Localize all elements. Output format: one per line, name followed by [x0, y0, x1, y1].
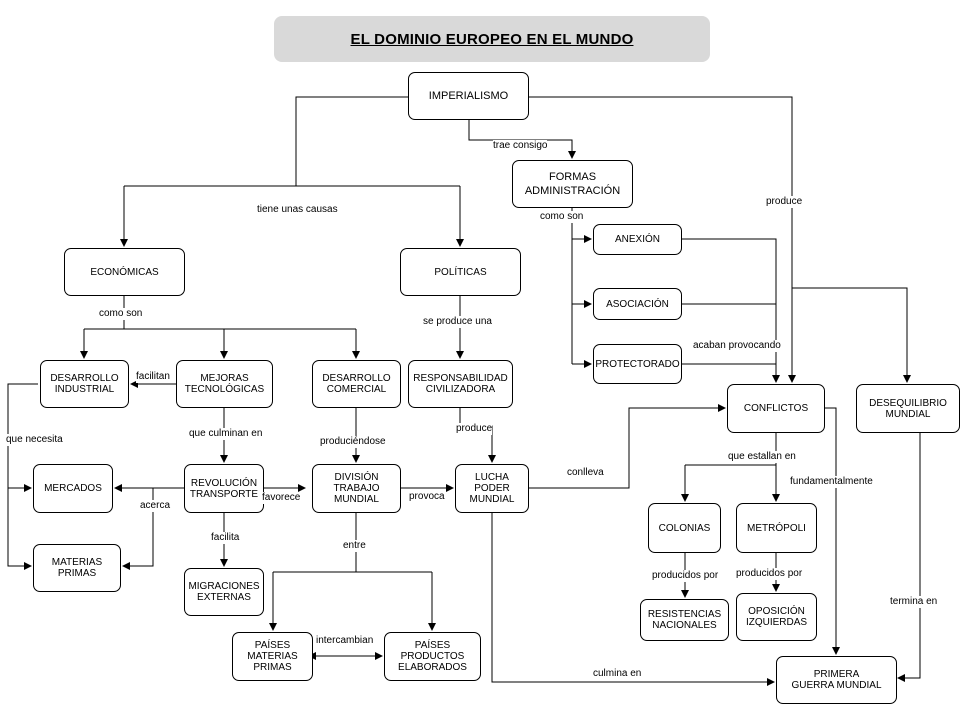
node-economicas: ECONÓMICAS	[64, 248, 185, 296]
label-como-son-formas: como son	[540, 211, 584, 223]
node-desequilibrio-mundial: DESEQUILIBRIO MUNDIAL	[856, 384, 960, 433]
label-culmina-en: culmina en	[593, 668, 642, 680]
edge-anexion-conflictos	[682, 238, 780, 383]
node-protectorado: PROTECTORADO	[593, 344, 682, 384]
edge-desequilibrio	[792, 287, 911, 383]
title-banner: EL DOMINIO EUROPEO EN EL MUNDO	[274, 16, 710, 62]
label-que-necesita: que necesita	[6, 434, 63, 446]
node-asociacion: ASOCIACIÓN	[593, 288, 682, 320]
label-trae-consigo: trae consigo	[493, 140, 548, 152]
label-produce-lucha: produce	[456, 423, 493, 435]
node-politicas: POLÍTICAS	[400, 248, 521, 296]
label-provoca: provoca	[409, 491, 445, 503]
label-entre: entre	[343, 540, 366, 552]
node-lucha-poder-mundial: LUCHA PODER MUNDIAL	[455, 464, 529, 513]
node-primera-guerra-mundial: PRIMERA GUERRA MUNDIAL	[776, 656, 897, 704]
label-tiene-unas-causas: tiene unas causas	[257, 204, 338, 216]
label-conlleva: conlleva	[567, 467, 604, 479]
label-se-produce-una: se produce una	[423, 316, 492, 328]
edge-acerca-materias	[122, 488, 154, 570]
label-producidos-por-metropoli: producidos por	[736, 568, 803, 580]
node-resistencias-nacionales: RESISTENCIAS NACIONALES	[640, 599, 729, 641]
node-paises-materias-primas: PAÍSES MATERIAS PRIMAS	[232, 632, 313, 681]
label-acaban-provocando: acaban provocando	[693, 340, 781, 352]
node-formas-administracion: FORMAS ADMINISTRACIÓN	[512, 160, 633, 208]
node-imperialismo: IMPERIALISMO	[408, 72, 529, 120]
node-colonias: COLONIAS	[648, 503, 721, 553]
page-title: EL DOMINIO EUROPEO EN EL MUNDO	[350, 30, 634, 48]
label-acerca: acerca	[140, 500, 171, 512]
node-desarrollo-comercial: DESARROLLO COMERCIAL	[312, 360, 401, 408]
edge-industrial-necesita	[7, 383, 38, 570]
edge-lucha-guerra	[491, 513, 775, 686]
node-desarrollo-industrial: DESARROLLO INDUSTRIAL	[40, 360, 129, 408]
edge-desequilibrio-guerra	[897, 433, 921, 682]
node-responsabilidad-civilizadora: RESPONSABILIDAD CIVILIZADORA	[408, 360, 513, 408]
label-que-estallan-en: que estallan en	[728, 451, 796, 463]
node-division-trabajo-mundial: DIVISIÓN TRABAJO MUNDIAL	[312, 464, 401, 513]
label-fundamentalmente: fundamentalmente	[790, 476, 873, 488]
edge-imperialismo-formas	[468, 120, 576, 159]
node-mejoras-tecnologicas: MEJORAS TECNOLÓGICAS	[176, 360, 273, 408]
node-oposicion-izquierdas: OPOSICIÓN IZQUIERDAS	[736, 593, 817, 641]
label-como-son-economicas: como son	[99, 308, 143, 320]
node-materias-primas: MATERIAS PRIMAS	[33, 544, 121, 592]
node-revolucion-transporte: REVOLUCIÓN TRANSPORTE	[184, 464, 264, 513]
edge-resp-lucha	[459, 408, 496, 463]
node-anexion: ANEXIÓN	[593, 224, 682, 255]
label-facilitan: facilitan	[136, 371, 170, 383]
node-paises-productos-elaborados: PAÍSES PRODUCTOS ELABORADOS	[384, 632, 481, 681]
label-que-culminan-en: que culminan en	[189, 428, 263, 440]
edge-imperialismo-conflictos	[529, 96, 796, 383]
label-produce-desequilibrio: produce	[766, 196, 803, 208]
node-metropoli: METRÓPOLI	[736, 503, 817, 553]
label-facilita: facilita	[211, 532, 240, 544]
label-producidos-por-colonias: producidos por	[652, 570, 719, 582]
node-mercados: MERCADOS	[33, 464, 113, 513]
label-intercambian: intercambian	[316, 635, 374, 647]
node-migraciones-externas: MIGRACIONES EXTERNAS	[184, 568, 264, 616]
label-produciendose: produciéndose	[320, 436, 386, 448]
edge-imperialismo-causas	[295, 96, 408, 186]
edge-conflictos-guerra	[825, 407, 840, 655]
node-conflictos: CONFLICTOS	[727, 384, 825, 433]
edge-lucha-conflictos	[529, 404, 726, 489]
label-favorece: favorece	[262, 492, 301, 504]
label-termina-en: termina en	[890, 596, 938, 608]
